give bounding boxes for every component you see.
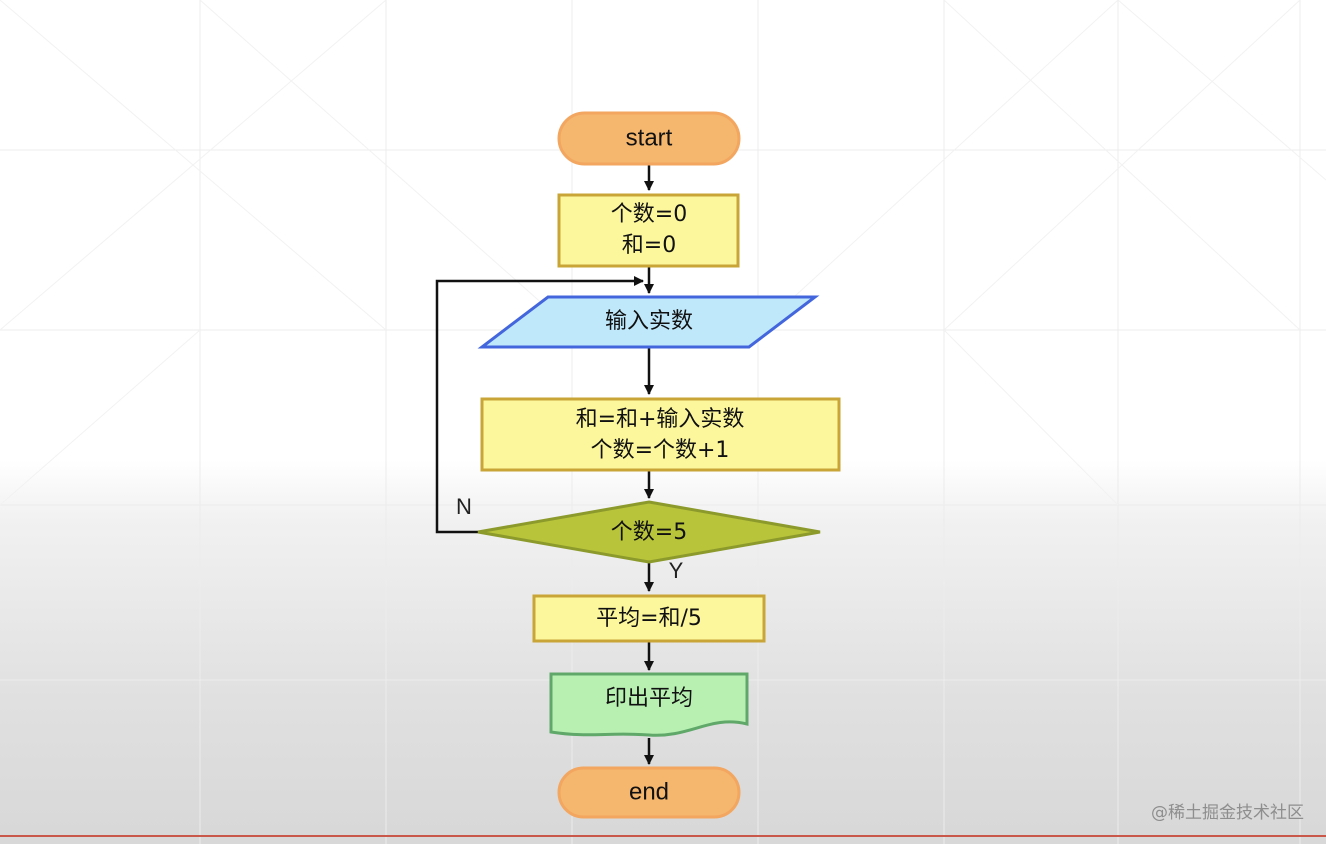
start-label: start [626,124,673,151]
watermark: @稀土掘金技术社区 [1151,803,1304,823]
connectors [435,164,654,765]
init-line1: 个数=0 [611,202,687,227]
output-label: 印出平均 [605,686,693,711]
end-node: end [557,766,741,819]
bottom-accent-line [0,835,1326,837]
process-line2: 个数=个数+1 [591,438,730,463]
end-label: end [629,778,669,805]
yes-branch-label: Y [669,558,684,583]
decision-node: 个数=5 [477,500,821,564]
init-line2: 和=0 [622,233,676,258]
input-node: 输入实数 [477,295,820,349]
input-label: 输入实数 [605,309,693,334]
average-label: 平均=和/5 [596,606,702,631]
process-line1: 和=和+输入实数 [576,407,745,432]
start-node: start [557,111,741,166]
decision-label: 个数=5 [611,520,687,545]
init-node: 个数=0 和=0 [557,193,740,268]
process-node: 和=和+输入实数 个数=个数+1 [480,397,841,472]
output-node: 印出平均 [549,672,749,737]
loop-back-line [435,276,644,534]
average-node: 平均=和/5 [532,594,766,643]
no-branch-label: N [456,494,472,519]
